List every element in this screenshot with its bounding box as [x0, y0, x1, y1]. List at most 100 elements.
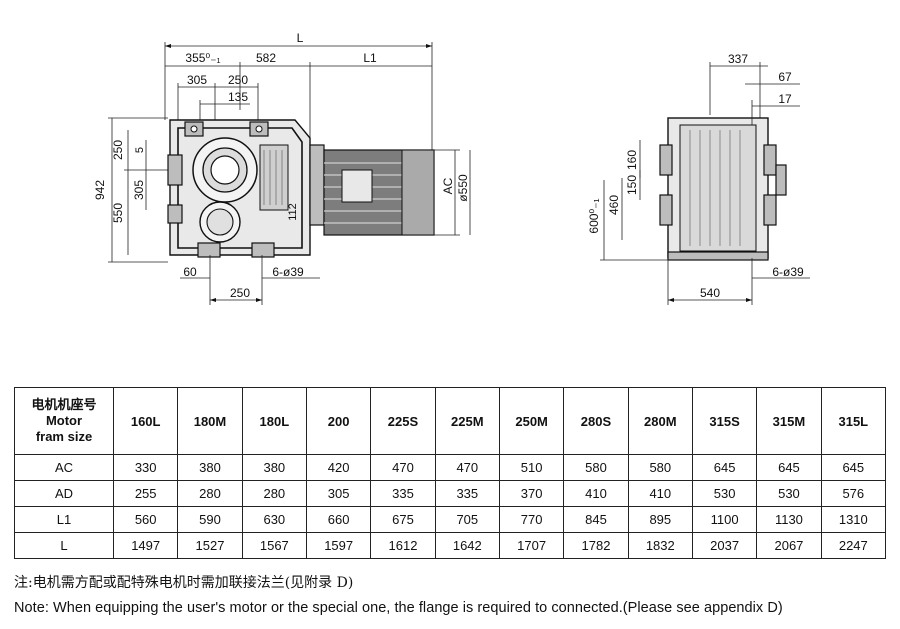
- table-cell: 1497: [112, 532, 179, 559]
- table-cell: 770: [498, 506, 565, 533]
- table-cell: 560: [112, 506, 179, 533]
- table-cell: 470: [370, 454, 436, 481]
- dim-AC: AC: [441, 177, 455, 194]
- table-cell: 2067: [756, 532, 822, 559]
- dim-337: 337: [728, 52, 748, 66]
- note-chinese: 注:电机需方配或配特殊电机时需加联接法兰(见附录 D): [14, 575, 354, 591]
- holes-front: 6-ø39: [272, 265, 304, 279]
- row-label: L1: [14, 506, 114, 533]
- frame-size-cell: 315L: [820, 387, 887, 455]
- row-label: AD: [14, 480, 114, 507]
- row-label: AC: [14, 454, 114, 481]
- frame-size-cell: 180M: [177, 387, 243, 455]
- table-cell: 1130: [756, 506, 822, 533]
- table-cell: 2247: [820, 532, 887, 559]
- table-cell: 1782: [563, 532, 629, 559]
- table-cell: 845: [563, 506, 629, 533]
- table-cell: 645: [691, 454, 758, 481]
- table-cell: 470: [434, 454, 500, 481]
- dim-305-left: 305: [132, 180, 146, 200]
- dim-600: 600⁰₋₁: [587, 198, 601, 233]
- dim-135: 135: [228, 90, 248, 104]
- table-cell: 580: [563, 454, 629, 481]
- dim-250-top: 250: [228, 73, 248, 87]
- side-view: 337 67 17 160 150 460 600⁰₋₁: [587, 52, 810, 305]
- table-cell: 280: [241, 480, 307, 507]
- table-cell: 370: [498, 480, 565, 507]
- dim-460: 460: [607, 195, 621, 215]
- header-label-cell: 电机机座号 Motor fram size: [14, 387, 114, 455]
- table-cell: 380: [241, 454, 307, 481]
- table-row-ac: AC 330 380 380 420 470 470 510 580 580 6…: [14, 454, 887, 481]
- row-label: L: [14, 532, 114, 559]
- front-view: L 355⁰₋₁ 582 L1 305 250 135 942 250 550 …: [93, 31, 471, 305]
- table-cell: 1832: [627, 532, 693, 559]
- table-row-l1: L1 560 590 630 660 675 705 770 845 895 1…: [14, 506, 887, 533]
- technical-drawing: L 355⁰₋₁ 582 L1 305 250 135 942 250 550 …: [93, 31, 810, 305]
- frame-size-cell: 180L: [241, 387, 307, 455]
- table-cell: 1597: [305, 532, 372, 559]
- table-header-row: 电机机座号 Motor fram size 160L 180M 180L 200…: [14, 387, 887, 455]
- table-cell: 2037: [691, 532, 758, 559]
- table-cell: 1100: [691, 506, 758, 533]
- dim-67: 67: [778, 70, 792, 84]
- dim-540: 540: [700, 286, 720, 300]
- frame-size-cell: 280M: [627, 387, 693, 455]
- table-cell: 645: [820, 454, 887, 481]
- frame-size-cell: 160L: [112, 387, 179, 455]
- table-cell: 255: [112, 480, 179, 507]
- frame-size-cell: 225S: [370, 387, 436, 455]
- frame-size-cell: 315M: [756, 387, 822, 455]
- dim-250-left: 250: [111, 140, 125, 160]
- frame-size-cell: 200: [305, 387, 372, 455]
- dim-L: L: [297, 31, 304, 45]
- table-cell: 1612: [370, 532, 436, 559]
- table-cell: 335: [434, 480, 500, 507]
- table-cell: 1310: [820, 506, 887, 533]
- header-label-motor: Motor: [45, 413, 83, 428]
- table-cell: 305: [305, 480, 372, 507]
- table-cell: 420: [305, 454, 372, 481]
- table-cell: 280: [177, 480, 243, 507]
- table-cell: 645: [756, 454, 822, 481]
- table-cell: 675: [370, 506, 436, 533]
- dim-250-bottom: 250: [230, 286, 250, 300]
- table-cell: 576: [820, 480, 887, 507]
- dim-L1: L1: [363, 51, 377, 65]
- dim-942: 942: [93, 180, 107, 200]
- header-label-cn: 电机机座号: [31, 397, 97, 412]
- table-cell: 530: [691, 480, 758, 507]
- table-cell: 1707: [498, 532, 565, 559]
- table-row-l: L 1497 1527 1567 1597 1612 1642 1707 178…: [14, 532, 887, 559]
- table-cell: 380: [177, 454, 243, 481]
- dim-phi550: ø550: [456, 174, 470, 202]
- frame-size-cell: 280S: [563, 387, 629, 455]
- dim-550: 550: [111, 203, 125, 223]
- dimension-table: 电机机座号 Motor fram size 160L 180M 180L 200…: [14, 387, 887, 559]
- table-cell: 410: [627, 480, 693, 507]
- table-cell: 530: [756, 480, 822, 507]
- table-cell: 1567: [241, 532, 307, 559]
- dim-150: 150: [625, 175, 639, 195]
- dim-355: 355⁰₋₁: [185, 51, 220, 65]
- table-cell: 1527: [177, 532, 243, 559]
- table-cell: 330: [112, 454, 179, 481]
- table-cell: 1642: [434, 532, 500, 559]
- table-cell: 630: [241, 506, 307, 533]
- dim-582: 582: [256, 51, 276, 65]
- note-english: Note: When equipping the user's motor or…: [14, 600, 783, 616]
- table-cell: 580: [627, 454, 693, 481]
- dim-305-top: 305: [187, 73, 207, 87]
- frame-size-cell: 250M: [498, 387, 565, 455]
- table-cell: 705: [434, 506, 500, 533]
- table-cell: 410: [563, 480, 629, 507]
- holes-side: 6-ø39: [772, 265, 804, 279]
- table-cell: 510: [498, 454, 565, 481]
- dim-60: 60: [183, 265, 197, 279]
- table-cell: 335: [370, 480, 436, 507]
- table-cell: 660: [305, 506, 372, 533]
- table-cell: 895: [627, 506, 693, 533]
- dim-17: 17: [778, 92, 792, 106]
- frame-size-cell: 225M: [434, 387, 500, 455]
- header-label-frame: fram size: [35, 429, 93, 444]
